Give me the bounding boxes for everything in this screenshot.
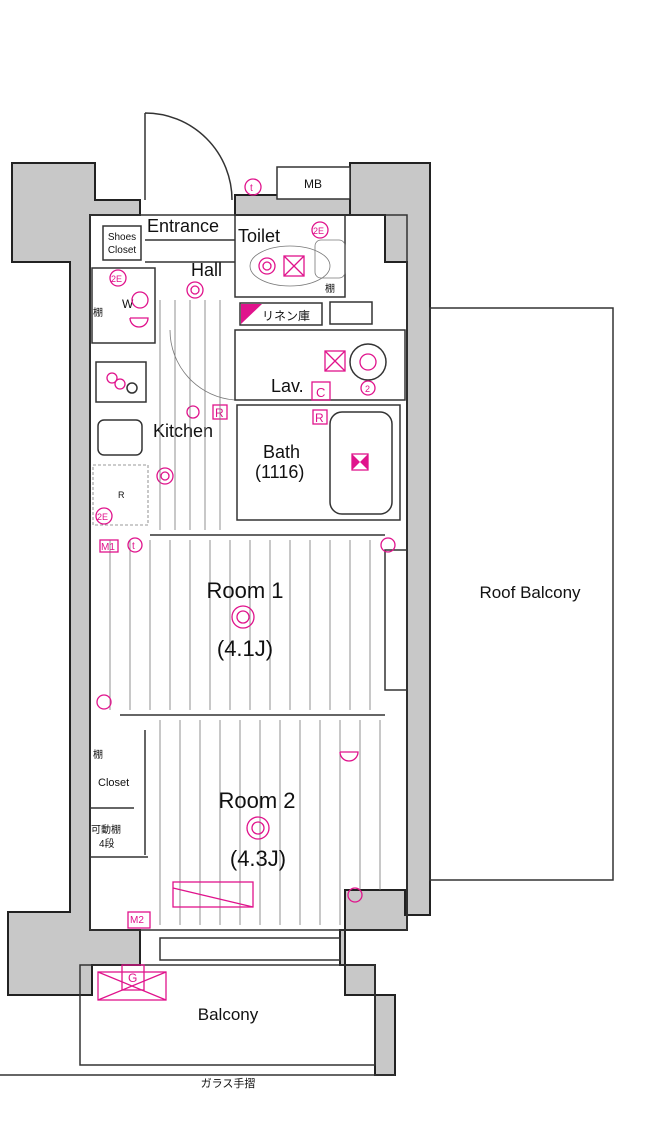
closet-label: Closet: [98, 777, 129, 789]
toilet-label: Toilet: [238, 226, 280, 246]
2e-symbol-toilet: 2E: [313, 226, 324, 236]
kitchen-label: Kitchen: [153, 421, 213, 441]
flooring-lines: [109, 300, 381, 925]
balcony: [79, 964, 376, 1066]
roof-balcony: [429, 307, 614, 881]
movable-shelf-label-2: 4段: [99, 837, 115, 850]
room1-size: (4.1J): [217, 636, 273, 661]
roof-balcony-label: Roof Balcony: [479, 583, 581, 602]
shoes-closet-label-1: Shoes: [108, 232, 136, 243]
room2-label: Room 2: [218, 788, 295, 813]
g-symbol: G: [128, 971, 137, 985]
room1-window: [384, 549, 408, 691]
sink: [97, 419, 143, 456]
m2-symbol: M2: [130, 915, 144, 926]
movable-shelf-label-1: 可動棚: [91, 823, 121, 836]
linen-closet: [239, 302, 323, 326]
balcony-window: [159, 937, 341, 961]
stove: [95, 361, 147, 403]
mb-box: [276, 166, 351, 200]
closet-shelf-label: 棚: [93, 748, 103, 761]
washer-space: [91, 267, 156, 344]
2e-symbol-kitchen: 2E: [97, 512, 108, 522]
bathtub: [329, 411, 393, 515]
washer-shelf-label: 棚: [93, 306, 103, 319]
2e-symbol-washer: 2E: [111, 274, 122, 284]
toilet-shelf-label: 棚: [325, 282, 335, 295]
room2-size: (4.3J): [230, 846, 286, 871]
m1-symbol: M1: [101, 542, 115, 553]
balcony-label: Balcony: [198, 1005, 259, 1024]
glass-railing-label: ガラス手摺: [201, 1076, 256, 1090]
bath-size-label: (1116): [255, 462, 304, 482]
linen-label: リネン庫: [262, 309, 310, 323]
2-symbol-lav: 2: [365, 384, 370, 394]
outer-wall-left: [7, 162, 141, 996]
mb-label: MB: [304, 177, 322, 191]
washer-label: W: [122, 297, 134, 311]
hall-label: Hall: [191, 260, 222, 280]
fridge-space: [92, 464, 149, 526]
t-symbol-entrance: t: [250, 183, 253, 194]
lav-label: Lav.: [271, 376, 304, 396]
r-symbol-bath: R: [315, 411, 324, 425]
r-symbol-kitchen: R: [215, 406, 224, 420]
room1-label: Room 1: [206, 578, 283, 603]
fridge-label: R: [118, 490, 125, 500]
shoes-closet-label-2: Closet: [108, 245, 137, 256]
front-door: [144, 112, 233, 201]
entrance-label: Entrance: [147, 216, 219, 236]
shoes-closet: [102, 225, 142, 261]
bath-label: Bath: [263, 442, 300, 462]
c-symbol: C: [316, 385, 325, 400]
bath-room: [236, 404, 401, 521]
t-symbol-room1: t: [132, 541, 135, 552]
